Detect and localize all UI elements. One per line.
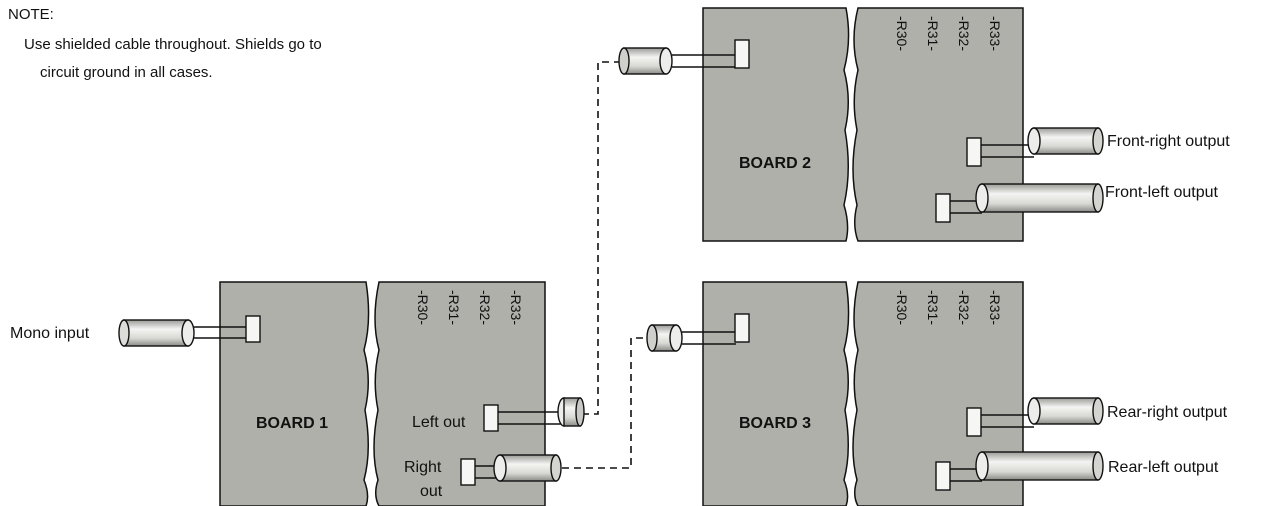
- board-2-left-panel: [702, 7, 850, 242]
- note-line-2: circuit ground in all cases.: [40, 64, 213, 81]
- board-3-right-panel: [852, 281, 1024, 506]
- dashed-wire-right-to-board-3: [562, 337, 650, 469]
- front-right-output-cable: [966, 127, 1104, 167]
- rear-right-output-cable: [966, 397, 1104, 437]
- board-2-right-panel: [852, 7, 1024, 242]
- note-line-1: Use shielded cable throughout. Shields g…: [24, 36, 322, 53]
- board-2-r33: -R33-: [987, 16, 1003, 51]
- mono-input-cable: [118, 315, 261, 347]
- board-1-r31: -R31-: [446, 290, 462, 325]
- board-2-r32: -R32-: [956, 16, 972, 51]
- board-1-right-panel: [373, 281, 546, 506]
- board-3-label: BOARD 3: [739, 415, 811, 432]
- board-3-left-panel: [702, 281, 850, 506]
- board-1-label: BOARD 1: [256, 415, 328, 432]
- mono-input-label: Mono input: [10, 325, 90, 342]
- right-out-label-line-2: out: [420, 483, 443, 500]
- board-1-r30: -R30-: [415, 290, 431, 325]
- rear-right-output-label: Rear-right output: [1107, 404, 1228, 421]
- right-out-label-line-1: Right: [404, 459, 442, 476]
- front-left-output-label: Front-left output: [1105, 184, 1219, 201]
- front-left-output-cable: [935, 183, 1104, 223]
- rear-left-output-label: Rear-left output: [1108, 459, 1219, 476]
- board-1-r32: -R32-: [477, 290, 493, 325]
- left-out-label: Left out: [412, 414, 466, 431]
- left-out-cable: [483, 397, 585, 432]
- board-3-r31: -R31-: [925, 290, 941, 325]
- board-3-r32: -R32-: [956, 290, 972, 325]
- note-title: NOTE:: [8, 6, 54, 23]
- board-1-r33: -R33-: [508, 290, 524, 325]
- right-out-cable: [460, 454, 562, 486]
- dashed-wire-left-to-board-2: [582, 61, 620, 415]
- board-2-r30: -R30-: [894, 16, 910, 51]
- board-2-input-cable: [618, 39, 750, 75]
- board-3-input-cable: [646, 313, 750, 352]
- front-right-output-label: Front-right output: [1107, 133, 1230, 150]
- board-3-r33: -R33-: [987, 290, 1003, 325]
- board-1-left-panel: [219, 281, 370, 506]
- board-3-r30: -R30-: [894, 290, 910, 325]
- rear-left-output-cable: [935, 451, 1104, 491]
- board-2-label: BOARD 2: [739, 155, 811, 172]
- board-2-r31: -R31-: [925, 16, 941, 51]
